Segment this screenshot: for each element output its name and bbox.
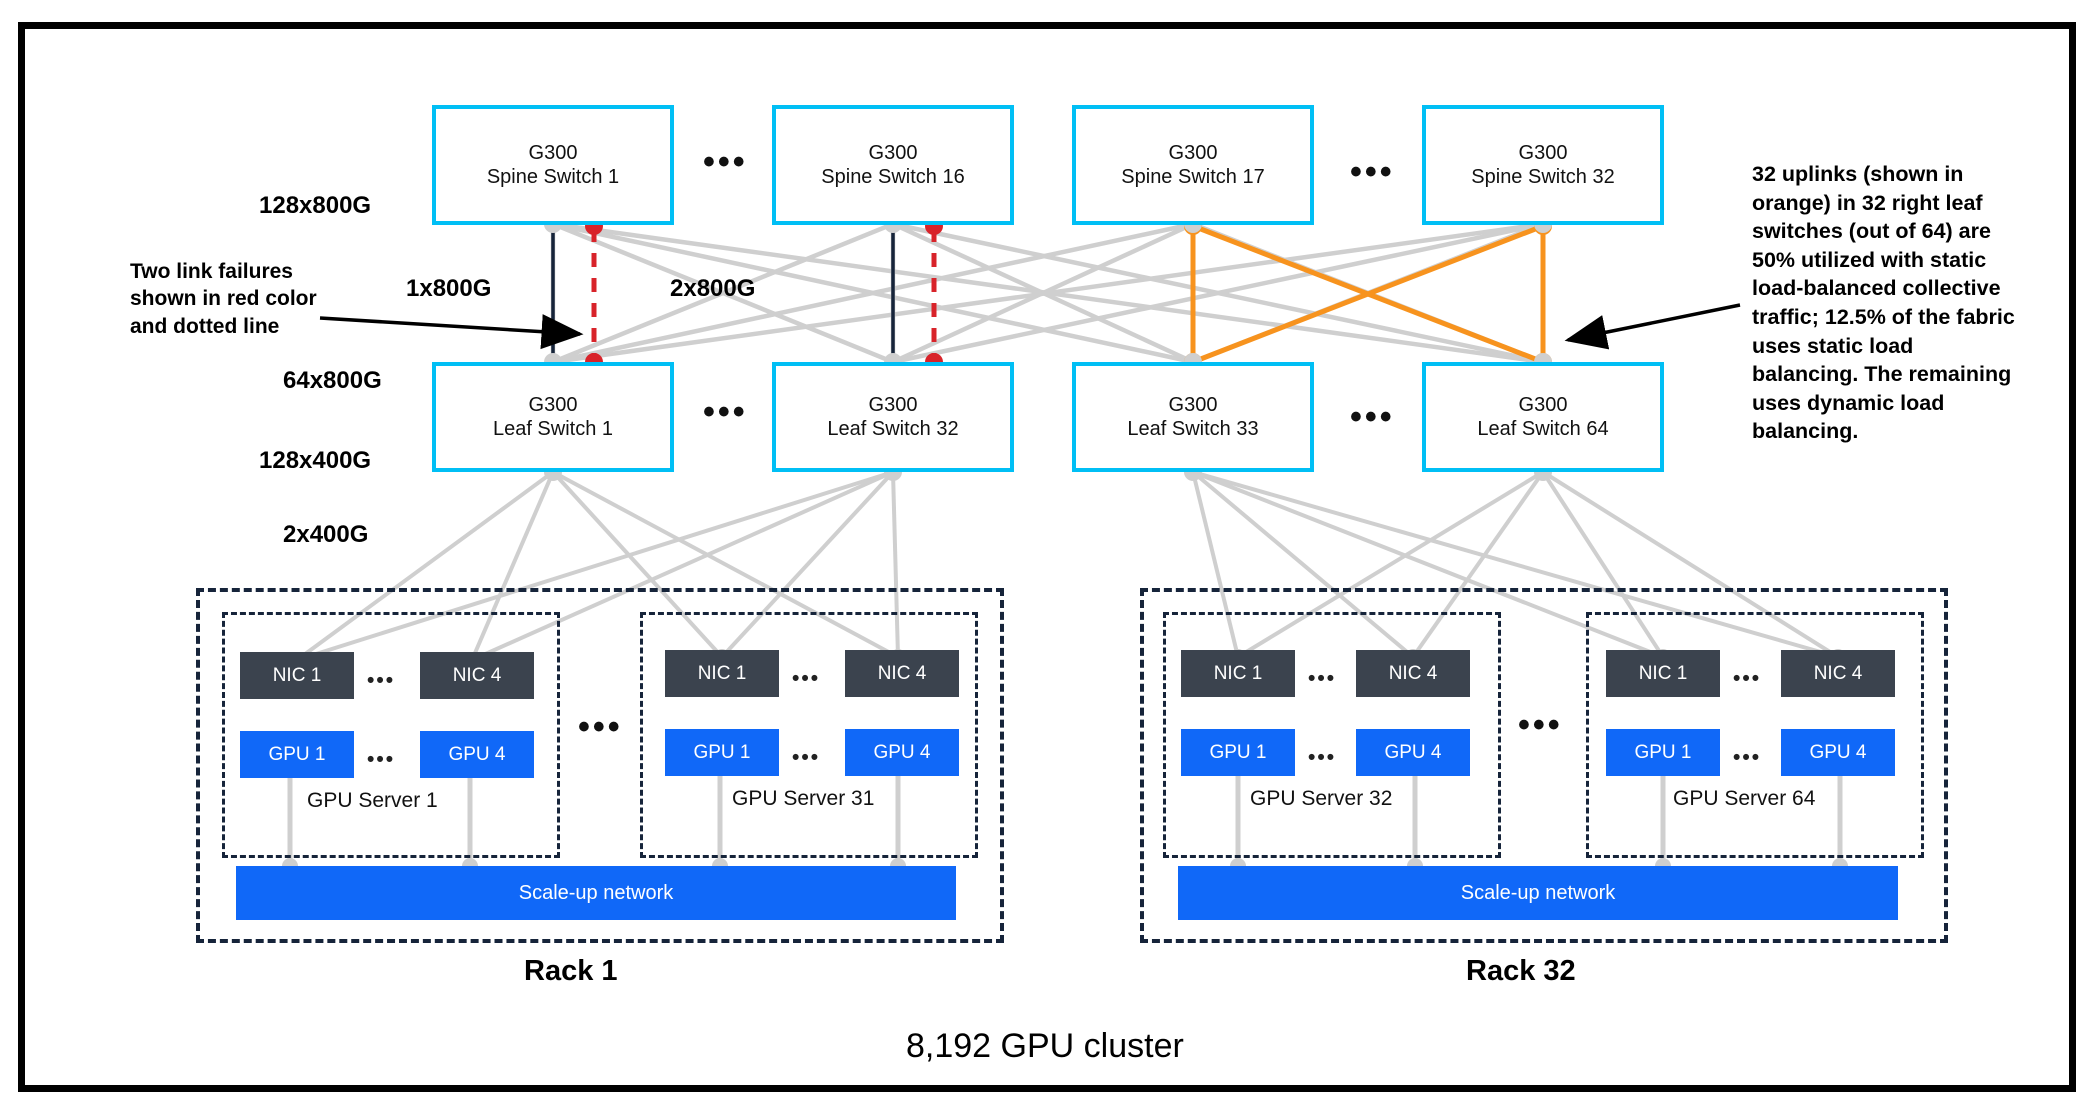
gpu-server-32-label: GPU Server 32 [1250, 787, 1393, 810]
leaf-switch-1-model: G300 [528, 393, 578, 416]
gpu-server-64 [1586, 612, 1924, 858]
gpu-server-31-label: GPU Server 31 [732, 787, 875, 810]
server-32-nic-1: NIC 1 [1181, 650, 1295, 697]
spine-ellipsis-right: ••• [1350, 153, 1395, 191]
leaf-switch-33-name: Leaf Switch 33 [1127, 418, 1259, 440]
leaf-switch-1[interactable]: G300 Leaf Switch 1 [432, 362, 674, 472]
spine-switch-1-name: Spine Switch 1 [486, 166, 620, 188]
right-annotation: 32 uplinks (shown in orange) in 32 right… [1752, 162, 2015, 444]
left-annotation: Two link failures shown in red color and… [130, 258, 430, 340]
spine-switch-16-model: G300 [868, 141, 918, 164]
gpu-server-1 [222, 612, 560, 858]
server-31-nic-4: NIC 4 [845, 650, 959, 697]
leaf-ellipsis-right: ••• [1350, 398, 1395, 436]
spine-switch-17-name: Spine Switch 17 [1121, 166, 1265, 188]
gpu-server-64-label: GPU Server 64 [1673, 787, 1816, 810]
leaf-switch-1-name: Leaf Switch 1 [492, 418, 614, 440]
spine-switch-32-name: Spine Switch 32 [1471, 166, 1615, 188]
leaf-switch-33[interactable]: G300 Leaf Switch 33 [1072, 362, 1314, 472]
label-link-1x800g: 1x800G [406, 275, 492, 302]
server-64-nic-1: NIC 1 [1606, 650, 1720, 697]
spine-switch-16-name: Spine Switch 16 [821, 166, 965, 188]
orange-uplinks [1190, 223, 1546, 365]
label-leaf-uplink-ports: 64x800G [283, 367, 382, 394]
left-annotation-line-1: Two link failures [130, 260, 293, 283]
leaf-switch-33-model: G300 [1168, 393, 1218, 416]
gpu-server-32 [1163, 612, 1501, 858]
server-1-nic-1: NIC 1 [240, 652, 354, 699]
diagram-title: 8,192 GPU cluster [906, 1027, 1184, 1065]
rack-32 [1140, 588, 1948, 943]
gpu-server-1-label: GPU Server 1 [307, 789, 438, 812]
label-nic-ports: 2x400G [283, 521, 369, 548]
leaf-switch-64[interactable]: G300 Leaf Switch 64 [1422, 362, 1664, 472]
server-64-gpu-ellipsis: ••• [1733, 746, 1762, 769]
leaf-switch-64-model: G300 [1518, 393, 1568, 416]
spine-switch-17[interactable]: G300 Spine Switch 17 [1072, 105, 1314, 225]
server-32-gpu-ellipsis: ••• [1308, 746, 1337, 769]
server-64-gpu-1: GPU 1 [1606, 729, 1720, 776]
rack-32-server-ellipsis: ••• [1518, 706, 1563, 744]
leaf-switch-32-model: G300 [868, 393, 918, 416]
failed-link-endpoints [585, 217, 943, 371]
spine-switch-1-model: G300 [528, 141, 578, 164]
server-1-nic-ellipsis: ••• [367, 669, 396, 692]
rack-1 [196, 588, 1004, 943]
left-annotation-line-3: and dotted line [130, 314, 280, 338]
label-spine-ports: 128x800G [259, 192, 372, 219]
rack-1-server-ellipsis: ••• [578, 708, 623, 746]
server-64-gpu-4: GPU 4 [1781, 729, 1895, 776]
spine-switch-1[interactable]: G300 Spine Switch 1 [432, 105, 674, 225]
server-32-gpu-4: GPU 4 [1356, 729, 1470, 776]
spine-ellipsis-left: ••• [703, 143, 748, 181]
spine-switch-16[interactable]: G300 Spine Switch 16 [772, 105, 1014, 225]
server-1-gpu-4: GPU 4 [420, 731, 534, 778]
label-leaf-downlink-ports: 128x400G [259, 447, 372, 474]
server-1-gpu-1: GPU 1 [240, 731, 354, 778]
rack-32-scale-up-network: Scale-up network [1178, 866, 1898, 920]
label-link-2x800g: 2x800G [670, 275, 756, 302]
server-31-nic-ellipsis: ••• [792, 667, 821, 690]
server-32-nic-ellipsis: ••• [1308, 667, 1337, 690]
server-31-gpu-ellipsis: ••• [792, 746, 821, 769]
rack-32-label: Rack 32 [1466, 955, 1576, 987]
spine-switch-32-model: G300 [1518, 141, 1568, 164]
server-31-nic-1: NIC 1 [665, 650, 779, 697]
orange-uplink-endpoints [1184, 217, 1552, 371]
right-callout-arrow [1564, 303, 1741, 350]
left-annotation-line-2: shown in red color [130, 287, 317, 311]
server-31-gpu-1: GPU 1 [665, 729, 779, 776]
server-32-gpu-1: GPU 1 [1181, 729, 1295, 776]
spine-switch-32[interactable]: G300 Spine Switch 32 [1422, 105, 1664, 225]
rack-1-scale-up-network: Scale-up network [236, 866, 956, 920]
leaf-switch-32[interactable]: G300 Leaf Switch 32 [772, 362, 1014, 472]
server-64-nic-4: NIC 4 [1781, 650, 1895, 697]
failed-links [591, 228, 937, 360]
rack-1-label: Rack 1 [524, 955, 618, 987]
leaf-ellipsis-left: ••• [703, 393, 748, 431]
leaf-switch-32-name: Leaf Switch 32 [827, 418, 959, 440]
server-1-nic-4: NIC 4 [420, 652, 534, 699]
server-1-gpu-ellipsis: ••• [367, 748, 396, 771]
spine-switch-17-model: G300 [1168, 141, 1218, 164]
server-31-gpu-4: GPU 4 [845, 729, 959, 776]
gpu-server-31 [640, 612, 978, 858]
server-64-nic-ellipsis: ••• [1733, 667, 1762, 690]
leaf-switch-64-name: Leaf Switch 64 [1477, 418, 1609, 440]
server-32-nic-4: NIC 4 [1356, 650, 1470, 697]
